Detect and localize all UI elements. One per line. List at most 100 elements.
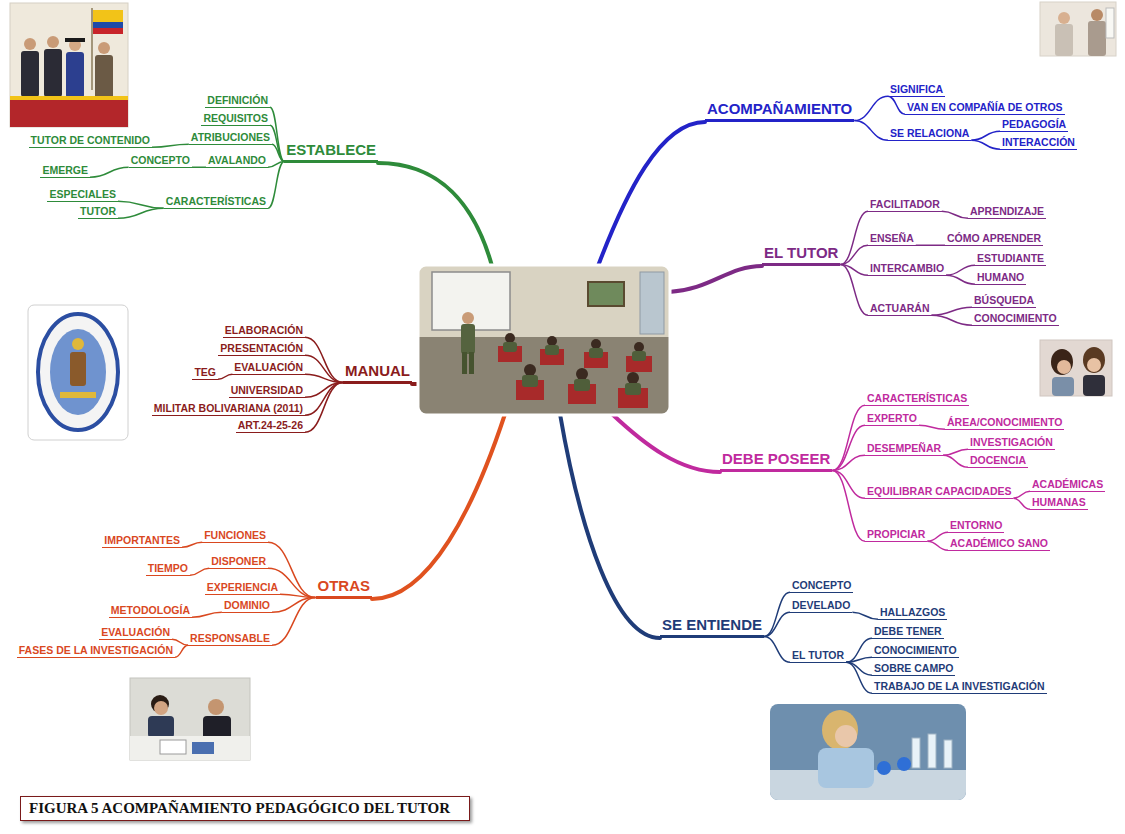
subtopic-label: HUMANAS xyxy=(1030,496,1088,510)
topic-text: EL TUTOR xyxy=(764,244,838,261)
branch-topic: DEBE POSEER xyxy=(720,450,832,472)
branch-line xyxy=(270,107,284,161)
topic-text: IMPORTANTES xyxy=(104,534,180,546)
instructor-leg xyxy=(469,352,474,374)
ceremony-photo xyxy=(10,3,128,127)
subtopic-label: CONCEPTO xyxy=(790,579,853,593)
figure-caption: FIGURA 5 ACOMPAÑAMIENTO PEDAGÓGICO DEL T… xyxy=(20,796,470,821)
meeting-photo xyxy=(130,678,250,760)
seal-ribbon xyxy=(60,392,96,398)
branch-line xyxy=(840,245,868,264)
branch-line xyxy=(118,201,164,208)
branch-line xyxy=(846,657,872,662)
topic-text: INTERCAMBIO xyxy=(870,262,944,274)
topic-text: UNIVERSIDAD xyxy=(231,384,303,396)
test-tube xyxy=(912,738,920,768)
topic-text: SOBRE CAMPO xyxy=(874,662,953,674)
subtopic-label: ATRIBUCIONES xyxy=(189,131,272,145)
subtopic-label: DEVELADO xyxy=(790,599,852,613)
topic-text: DISPONER xyxy=(211,555,266,567)
branch-line xyxy=(919,425,945,429)
branch-line xyxy=(152,144,189,147)
topic-text: ESPECIALES xyxy=(49,188,116,200)
branch-line xyxy=(175,645,188,657)
branch-line xyxy=(927,541,948,550)
branch-line xyxy=(305,383,343,416)
papers xyxy=(160,740,186,754)
lab-coat xyxy=(818,748,874,788)
topic-text: CONCEPTO xyxy=(131,154,190,166)
window xyxy=(640,272,664,334)
topic-text: EVALUACIÓN xyxy=(101,626,170,638)
topic-text: FUNCIONES xyxy=(204,529,266,541)
person-head xyxy=(47,36,59,48)
student-head xyxy=(591,339,601,349)
subtopic-label: ACTUARÁN xyxy=(868,302,932,316)
topic-text: CARACTERÍSTICAS xyxy=(867,392,967,404)
topic-text: DOCENCIA xyxy=(970,454,1026,466)
subtopic-label: TRABAJO DE LA INVESTIGACIÓN xyxy=(872,680,1047,694)
branch-line xyxy=(305,374,343,382)
subtopic-label: PEDAGOGÍA xyxy=(1000,118,1068,132)
topic-text: CONOCIMIENTO xyxy=(974,312,1057,324)
branch-line xyxy=(764,592,790,636)
subtopic-label: ACADÉMICO SANO xyxy=(948,537,1050,551)
topic-text: MANUAL xyxy=(345,362,410,379)
subtopic-label: AVALANDO xyxy=(206,154,268,168)
branch-line xyxy=(172,639,188,645)
subtopic-label: FUNCIONES xyxy=(202,529,268,543)
branch-line xyxy=(90,167,129,177)
branch-line xyxy=(846,662,872,693)
subtopic-label: TUTOR DE CONTENIDO xyxy=(29,134,152,148)
branch-line xyxy=(854,121,888,141)
photo-border xyxy=(418,265,670,415)
branch-line xyxy=(942,211,968,218)
subtopic-label: TIEMPO xyxy=(146,562,190,576)
branch-line xyxy=(971,131,1000,140)
branch-line xyxy=(832,425,865,470)
whiteboard xyxy=(432,272,510,330)
subtopic-label: VAN EN COMPAÑÍA DE OTROS xyxy=(905,101,1065,115)
topic-text: ART.24-25-26 xyxy=(238,419,303,431)
branch-line xyxy=(943,449,968,455)
topic-text: EXPERIENCIA xyxy=(207,581,278,593)
student-body xyxy=(503,342,517,352)
topic-text: EVALUACIÓN xyxy=(234,361,303,373)
branch-line xyxy=(946,265,975,275)
topic-text: ACADÉMICAS xyxy=(1032,478,1103,490)
topic-text: HUMANO xyxy=(977,271,1024,283)
subtopic-label: INVESTIGACIÓN xyxy=(968,436,1055,450)
branch-line xyxy=(305,383,343,433)
face xyxy=(835,725,857,747)
topic-text: METODOLOGÍA xyxy=(111,604,190,616)
topic-text: DEVELADO xyxy=(792,599,850,611)
topic-text: DEFINICIÓN xyxy=(207,94,268,106)
subtopic-label: TEG xyxy=(192,366,218,380)
topic-text: EQUILIBRAR CAPACIDADES xyxy=(867,485,1011,497)
branch-line xyxy=(832,455,865,470)
hair xyxy=(822,710,858,750)
topic-text: ENSEÑA xyxy=(870,232,914,244)
face xyxy=(1087,358,1101,372)
wall-board xyxy=(1106,8,1114,38)
student-body xyxy=(522,375,538,387)
branch-line xyxy=(846,638,872,662)
branch-line xyxy=(268,162,284,209)
subtopic-label: CONCEPTO xyxy=(129,154,192,168)
face xyxy=(154,701,168,715)
classroom-wall xyxy=(418,265,670,337)
branch-line xyxy=(182,542,202,547)
branch-trunk xyxy=(378,163,492,266)
subtopic-label: RESPONSABLE xyxy=(188,632,272,646)
student-head xyxy=(547,336,557,346)
topic-text: HALLAZGOS xyxy=(880,606,945,618)
topic-text: RESPONSABLE xyxy=(190,632,270,644)
branch-line xyxy=(305,337,343,382)
branch-line xyxy=(270,125,284,161)
branch-line xyxy=(852,612,878,619)
branch-line xyxy=(832,405,865,470)
subtopic-label: CÓMO APRENDER xyxy=(945,232,1043,246)
branch-topic: SE ENTIENDE xyxy=(660,616,764,638)
branch-line xyxy=(1013,498,1030,509)
tutoring-photo xyxy=(1040,2,1116,56)
